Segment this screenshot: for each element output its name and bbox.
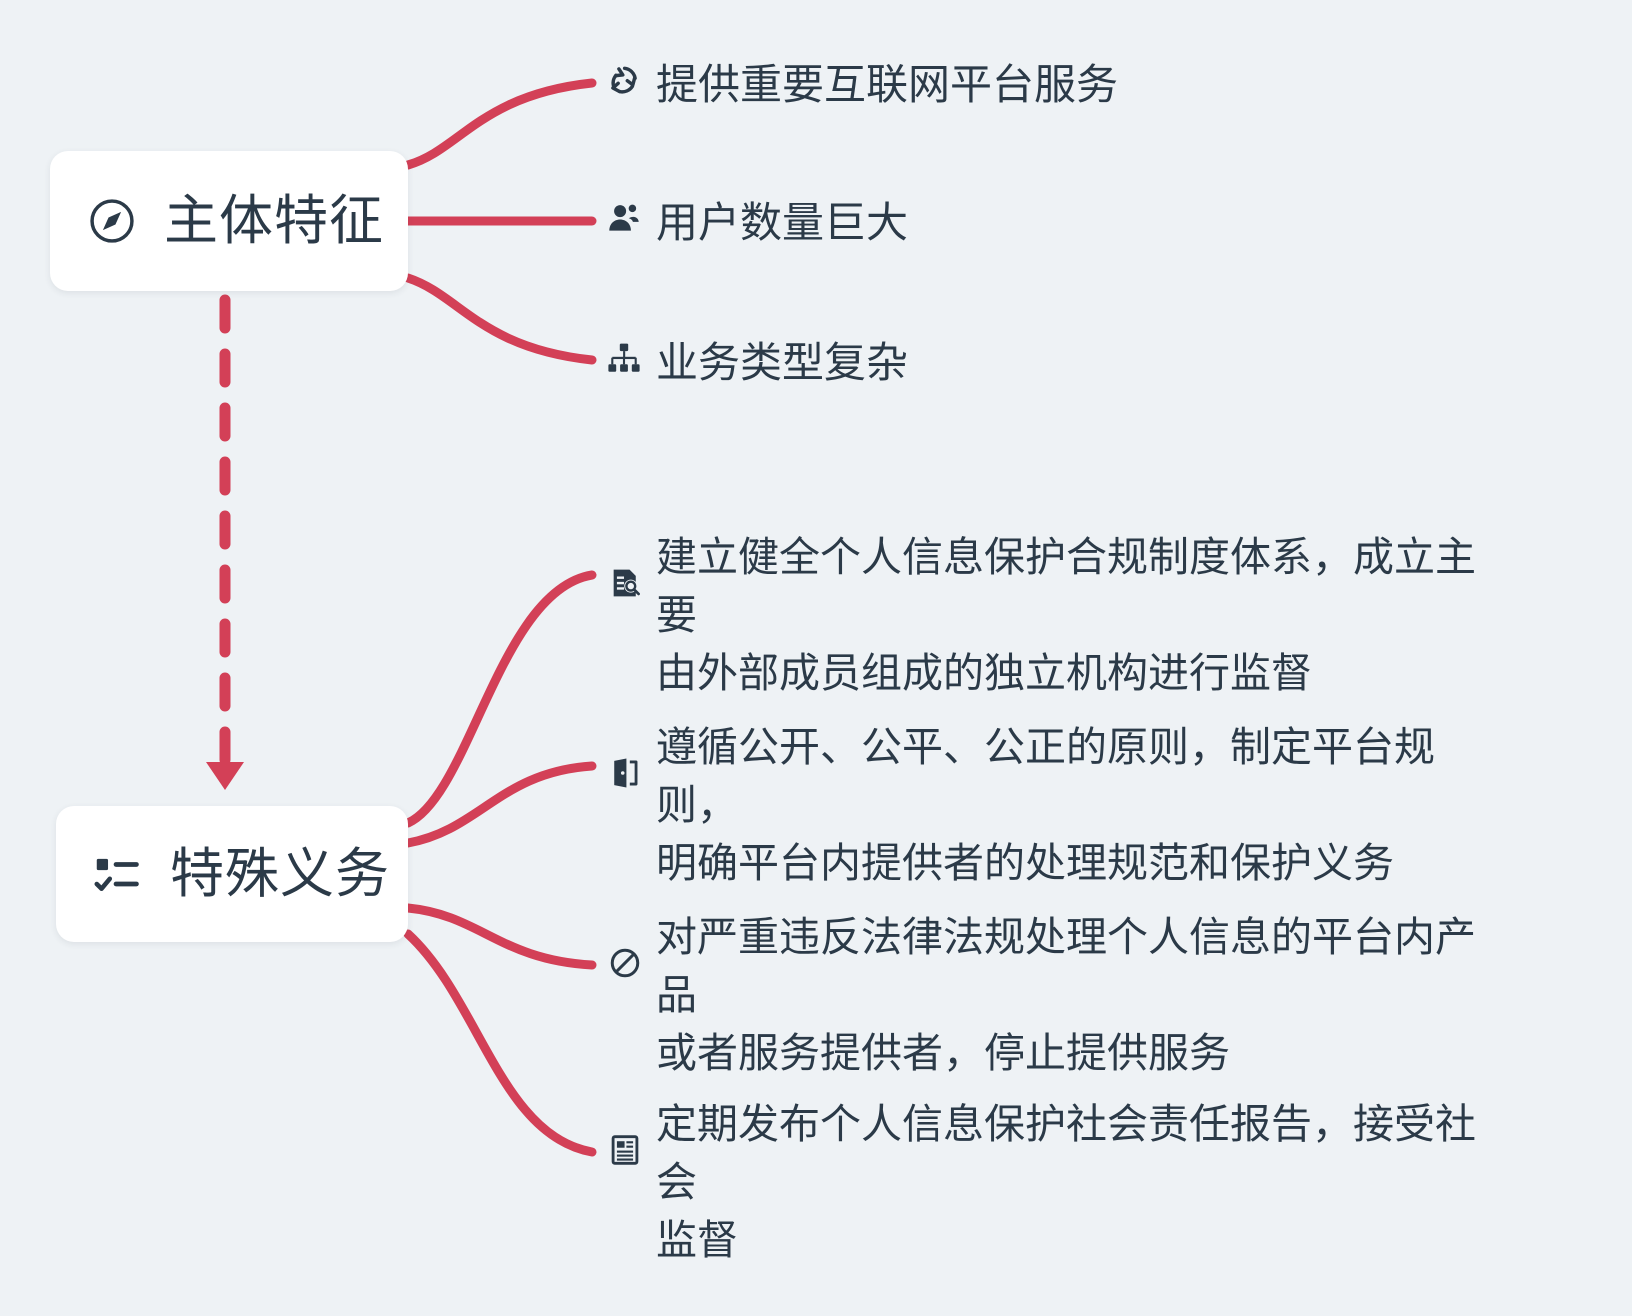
- report-document-icon: [608, 1133, 642, 1167]
- branch-item[interactable]: 建立健全个人信息保护合规制度体系，成立主要 由外部成员组成的独立机构进行监督: [608, 528, 1488, 703]
- branch-item[interactable]: 用户数量巨大: [606, 200, 908, 244]
- branch-item[interactable]: 定期发布个人信息保护社会责任报告，接受社会 监督: [608, 1095, 1498, 1270]
- compass-icon: [86, 195, 138, 247]
- connector-d3: [403, 929, 597, 1157]
- ban-icon: [608, 946, 642, 980]
- branch-label: 遵循公开、公平、公正的原则，制定平台规则， 明确平台内提供者的处理规范和保护义务: [656, 724, 1435, 887]
- door-open-icon: [608, 756, 642, 790]
- node-special-duties[interactable]: 特殊义务: [56, 806, 408, 942]
- branch-label: 对严重违反法律法规处理个人信息的平台内产品 或者服务提供者，停止提供服务: [656, 914, 1476, 1077]
- sitemap-icon: [606, 340, 642, 376]
- branch-label: 用户数量巨大: [656, 199, 909, 246]
- branch-item[interactable]: 遵循公开、公平、公正的原则，制定平台规则， 明确平台内提供者的处理规范和保护义务: [608, 718, 1498, 893]
- connector-d0: [403, 570, 597, 828]
- user-group-icon: [606, 200, 642, 236]
- connector-d1: [403, 761, 597, 848]
- branch-item[interactable]: 业务类型复杂: [606, 340, 908, 384]
- task-list-icon: [92, 848, 144, 900]
- connector-f0: [403, 78, 597, 170]
- connector-d2: [403, 903, 597, 970]
- branch-item[interactable]: 提供重要互联网平台服务: [606, 62, 1118, 106]
- branch-label: 业务类型复杂: [656, 339, 909, 386]
- recycle-icon: [606, 62, 642, 98]
- file-search-icon: [608, 566, 642, 600]
- branch-label: 定期发布个人信息保护社会责任报告，接受社会 监督: [656, 1101, 1476, 1264]
- node-label: 特殊义务: [170, 844, 390, 904]
- branch-label: 建立健全个人信息保护合规制度体系，成立主要 由外部成员组成的独立机构进行监督: [656, 534, 1476, 697]
- node-main-features[interactable]: 主体特征: [50, 151, 408, 291]
- branch-label: 提供重要互联网平台服务: [656, 61, 1119, 108]
- dashed-arrow-connector: [206, 294, 244, 790]
- node-label: 主体特征: [164, 191, 384, 251]
- branch-item[interactable]: 对严重违反法律法规处理个人信息的平台内产品 或者服务提供者，停止提供服务: [608, 908, 1508, 1083]
- connector-f2: [403, 273, 597, 365]
